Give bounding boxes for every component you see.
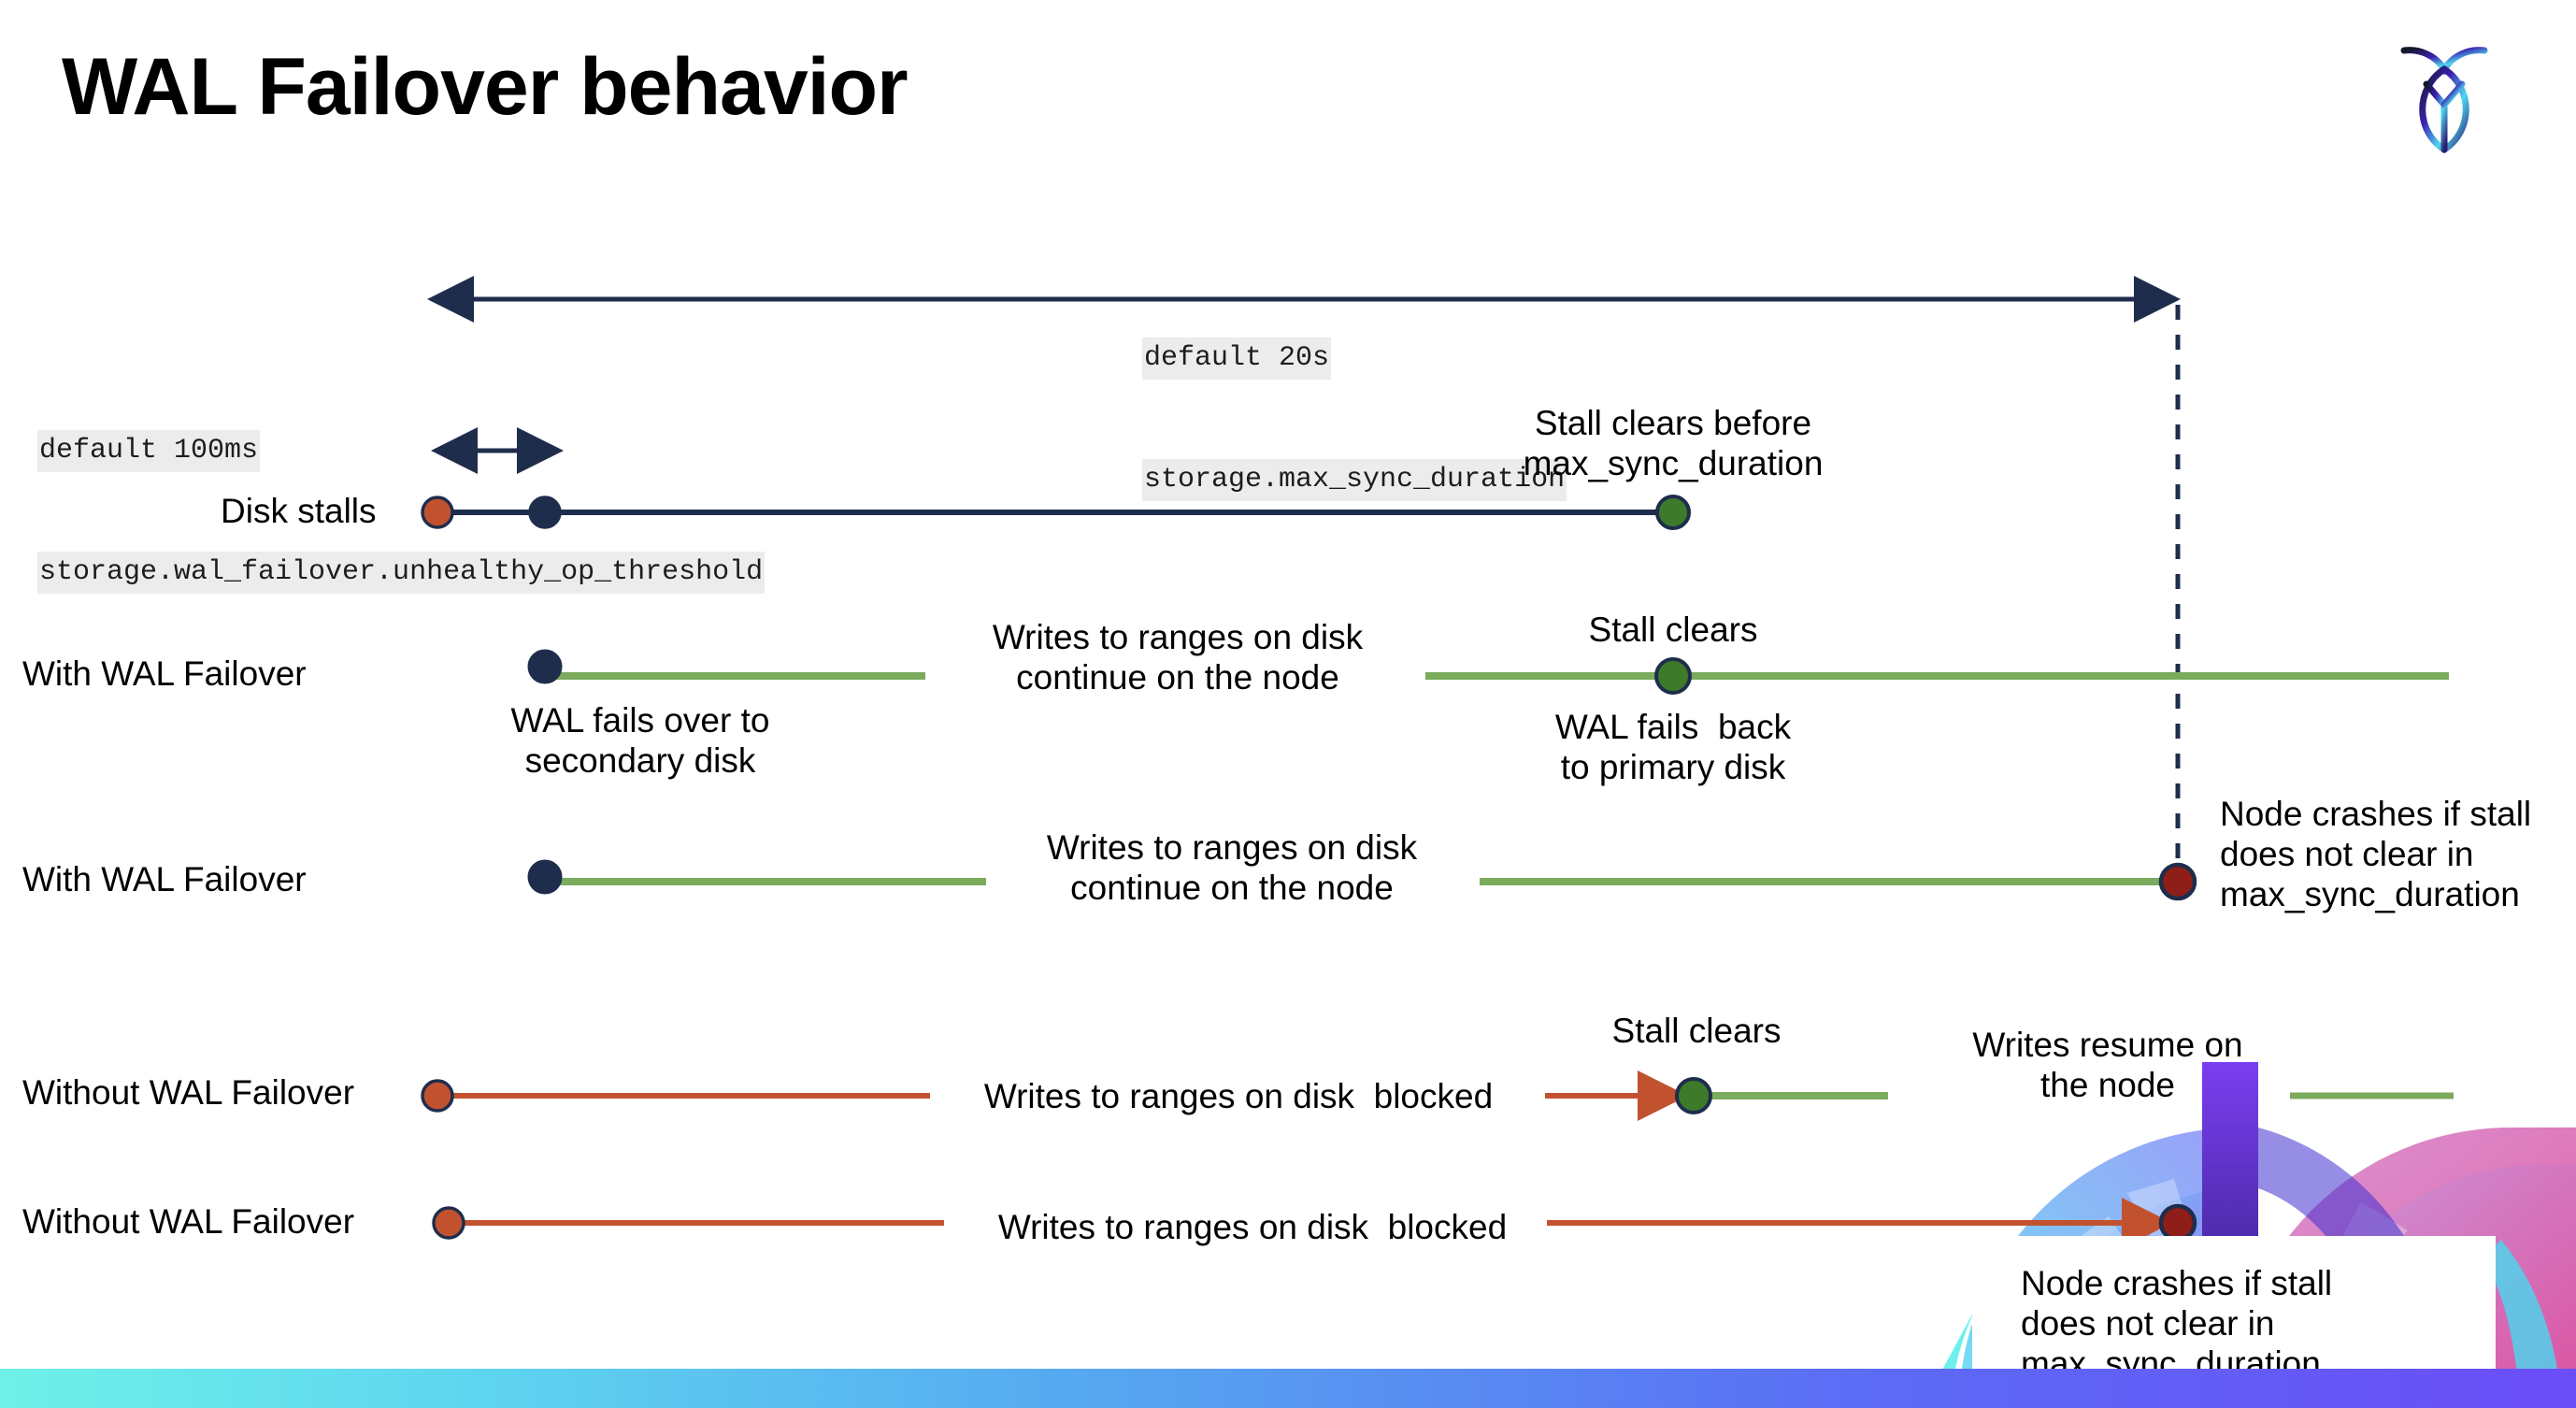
row-without-wal-failover-1-track bbox=[421, 1070, 2454, 1121]
annotation-unhealthy-op-threshold-default: default 100ms bbox=[37, 430, 261, 472]
row-disk-stalls-track bbox=[421, 495, 1691, 530]
bottom-gradient-bar bbox=[0, 1369, 2576, 1408]
note-wal-fails-back-to-primary: WAL fails back to primary disk bbox=[1554, 708, 1792, 786]
row-label-without-wal-failover-1: Without WAL Failover bbox=[22, 1073, 355, 1112]
note-node-crashes-row3: Node crashes if stall does not clear in … bbox=[2220, 795, 2532, 913]
note-wal-fails-over-to-secondary: WAL fails over to secondary disk bbox=[510, 701, 770, 780]
row-label-without-wal-failover-2: Without WAL Failover bbox=[22, 1202, 355, 1241]
row-with-wal-failover-2-track bbox=[527, 859, 2197, 901]
row-without-wal-failover-2-track bbox=[432, 1198, 2197, 1248]
note-writes-continue-row2: Writes to ranges on disk continue on the… bbox=[992, 618, 1364, 697]
note-writes-continue-row3: Writes to ranges on disk continue on the… bbox=[1046, 828, 1418, 907]
note-node-crashes-row5: Node crashes if stall does not clear in … bbox=[2021, 1264, 2333, 1383]
annotation-unhealthy-op-threshold: default 100ms storage.wal_failover.unhea… bbox=[37, 351, 766, 673]
cockroachdb-logo-icon bbox=[2400, 47, 2488, 154]
annotation-max-sync-duration-default: default 20s bbox=[1142, 338, 1332, 380]
note-stall-clears-before-max-sync: Stall clears before max_sync_duration bbox=[1523, 404, 1824, 482]
note-writes-blocked-row4: Writes to ranges on disk blocked bbox=[983, 1077, 1494, 1115]
row-label-with-wal-failover-2: With WAL Failover bbox=[22, 860, 307, 898]
row-label-disk-stalls: Disk stalls bbox=[221, 492, 377, 530]
note-writes-blocked-row5: Writes to ranges on disk blocked bbox=[997, 1208, 1508, 1246]
note-stall-clears-row4: Stall clears bbox=[1611, 1012, 1782, 1050]
annotation-max-sync-duration-setting: storage.max_sync_duration bbox=[1142, 458, 1567, 501]
annotation-max-sync-duration: default 20s storage.max_sync_duration bbox=[1142, 258, 1567, 581]
annotation-unhealthy-op-threshold-setting: storage.wal_failover.unhealthy_op_thresh… bbox=[37, 551, 766, 594]
note-stall-clears-row2: Stall clears bbox=[1588, 611, 1758, 649]
page-title: WAL Failover behavior bbox=[62, 42, 909, 132]
note-writes-resume-row4: Writes resume on the node bbox=[1972, 1026, 2243, 1104]
row-label-with-wal-failover-1: With WAL Failover bbox=[22, 654, 307, 693]
row-with-wal-failover-1-track bbox=[527, 649, 2449, 695]
